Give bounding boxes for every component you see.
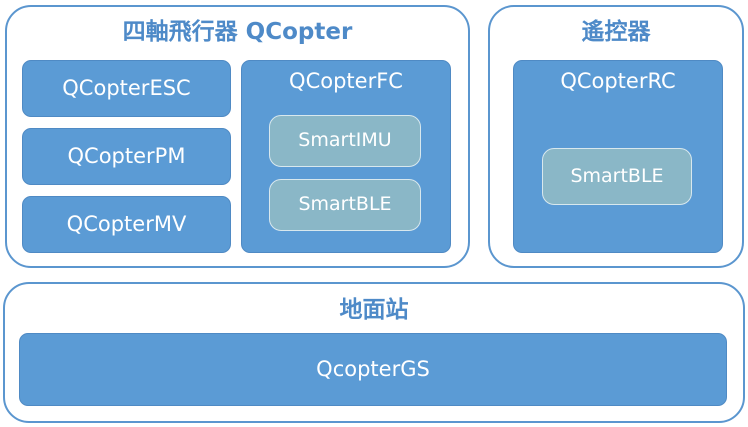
quadcopter-title: 四軸飛行器 QCopter (122, 19, 353, 45)
ground-station-title: 地面站 (339, 297, 409, 323)
smart-ble-chip-rc: SmartBLE (542, 148, 692, 205)
qcopter-rc-label: QCopterRC (560, 69, 676, 93)
qcopter-esc-block: QCopterESC (22, 60, 231, 117)
qcopter-mv-block: QCopterMV (22, 196, 231, 253)
qcopter-fc-label: QCopterFC (289, 69, 403, 93)
smart-ble-chip-fc: SmartBLE (269, 179, 421, 231)
smart-imu-chip: SmartIMU (269, 115, 421, 167)
quadcopter-group: 四軸飛行器 QCopter QCopterESC QCopterPM QCopt… (5, 5, 470, 268)
qcopter-gs-block: QcopterGS (19, 333, 727, 406)
remote-control-group: 遙控器 QCopterRC SmartBLE (488, 5, 744, 268)
ground-station-group: 地面站 QcopterGS (3, 282, 745, 423)
remote-control-title: 遙控器 (581, 19, 651, 45)
qcopter-pm-block: QCopterPM (22, 128, 231, 185)
qcopter-rc-block: QCopterRC SmartBLE (513, 60, 723, 253)
qcopter-fc-block: QCopterFC SmartIMU SmartBLE (241, 60, 451, 253)
